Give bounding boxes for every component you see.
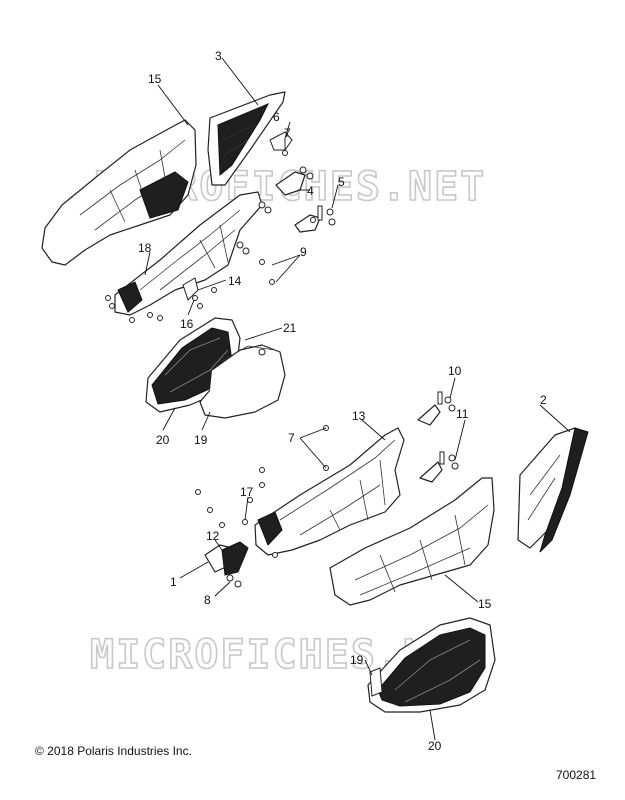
callout-15-upper: 15: [148, 72, 162, 86]
part-15-upper-door-panel: [41, 119, 197, 266]
callout-4: 4: [307, 184, 314, 198]
diagram-number: 700281: [556, 768, 597, 782]
part-13-lower-door-frame: [195, 427, 405, 558]
part-19-lower-door-strap: [369, 667, 383, 697]
callout-17: 17: [240, 485, 254, 499]
callout-20-upper: 20: [156, 433, 170, 447]
part-3-upper-window-frame: [207, 91, 286, 186]
callout-labels: 3 15 6 7 4 5 18 9 14 16 21 20 19 10 2 7 …: [138, 49, 547, 753]
leader-lines: [144, 57, 571, 741]
callout-19-lower: 19: [350, 653, 364, 667]
callout-1: 1: [170, 575, 177, 589]
callout-5: 5: [338, 175, 345, 189]
part-14-16-hardware: [182, 277, 217, 309]
part-20-lower-door-liner: [367, 617, 496, 713]
callout-21: 21: [283, 321, 297, 335]
upper-hinge-hardware: [269, 131, 336, 233]
part-19-21-door-strap: [199, 344, 286, 419]
part-2-lower-window-seal: [517, 427, 589, 553]
lower-hinge-hardware: [323, 391, 459, 483]
callout-7-upper: 7: [284, 126, 291, 140]
callout-15-lower: 15: [478, 597, 492, 611]
callout-8: 8: [204, 593, 211, 607]
callout-12: 12: [206, 529, 220, 543]
callout-2: 2: [540, 393, 547, 407]
copyright-notice: © 2018 Polaris Industries Inc.: [35, 744, 192, 758]
callout-18: 18: [138, 241, 152, 255]
callout-7-lower: 7: [288, 431, 295, 445]
callout-11: 11: [456, 407, 469, 421]
callout-16: 16: [180, 317, 194, 331]
callout-9: 9: [300, 245, 307, 259]
callout-13: 13: [352, 409, 366, 423]
part-15-lower-door-panel: [329, 477, 495, 606]
callout-20-lower: 20: [428, 739, 442, 753]
callout-3: 3: [215, 49, 222, 63]
callout-6: 6: [273, 110, 280, 124]
callout-14: 14: [228, 274, 242, 288]
part-1-12-latch-assembly: [204, 541, 249, 588]
callout-10: 10: [448, 364, 462, 378]
part-18-upper-door-frame: [105, 191, 275, 323]
callout-19-upper: 19: [194, 433, 208, 447]
